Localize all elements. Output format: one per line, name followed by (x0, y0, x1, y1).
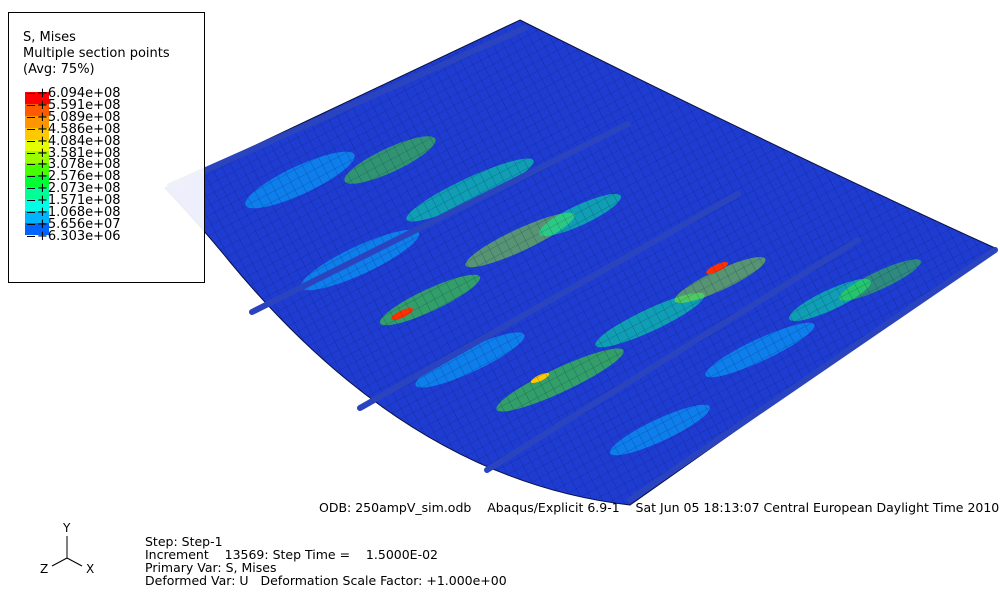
legend-level-label: +5.089e+08 (27, 111, 121, 124)
legend-subtitle: Multiple section points (23, 46, 170, 61)
legend-level-label: +6.094e+08 (27, 87, 121, 100)
legend-level-label: +5.656e+07 (27, 218, 121, 231)
triad-y-label: Y (63, 521, 71, 535)
legend-color-bar (25, 92, 49, 235)
triad-axes-icon (51, 536, 83, 567)
legend-averaging: (Avg: 75%) (23, 62, 95, 77)
stringer (484, 237, 861, 473)
legend-swatch (25, 151, 49, 164)
legend-level-label: +1.068e+08 (27, 206, 121, 219)
legend-swatch (25, 127, 49, 140)
legend-level-label: +4.586e+08 (27, 123, 121, 136)
legend-swatch (25, 199, 49, 211)
coordinate-triad: Y X Z (30, 522, 110, 582)
legend-swatch (25, 115, 49, 128)
step-info: Step: Step-1 (145, 534, 223, 549)
legend-level-label: +6.303e+06 (27, 230, 121, 243)
odb-info: ODB: 250ampV_sim.odb Abaqus/Explicit 6.9… (319, 500, 1000, 515)
stringer (249, 121, 631, 315)
stringer (357, 191, 741, 411)
triad-x-label: X (86, 562, 95, 576)
increment-info: Increment 13569: Step Time = 1.5000E-02 (145, 547, 438, 562)
legend-swatch (25, 175, 49, 188)
primary-var-info: Primary Var: S, Mises (145, 560, 277, 575)
legend-swatch (25, 163, 49, 176)
legend-level-label: +4.084e+08 (27, 135, 121, 148)
legend-swatch (25, 222, 49, 235)
stringer (167, 25, 528, 189)
legend-swatch (25, 103, 49, 116)
legend-level-label: +3.581e+08 (27, 147, 121, 160)
legend-swatch (25, 187, 49, 200)
legend-level-label: +3.078e+08 (27, 158, 121, 171)
stringers (167, 25, 998, 503)
legend-level-label: +1.571e+08 (27, 194, 121, 207)
legend-swatch (25, 210, 49, 223)
legend-level-label: +2.073e+08 (27, 182, 121, 195)
triad-z-label: Z (40, 562, 49, 576)
legend-swatch (25, 139, 49, 152)
stringer (627, 247, 998, 503)
deformed-var-info: Deformed Var: U Deformation Scale Factor… (145, 573, 507, 588)
legend-swatch (25, 92, 49, 104)
legend-level-label: +5.591e+08 (27, 99, 121, 112)
legend-level-label: +2.576e+08 (27, 170, 121, 183)
contour-legend[interactable]: S, Mises Multiple section points (Avg: 7… (8, 12, 205, 283)
legend-title: S, Mises (23, 30, 76, 45)
